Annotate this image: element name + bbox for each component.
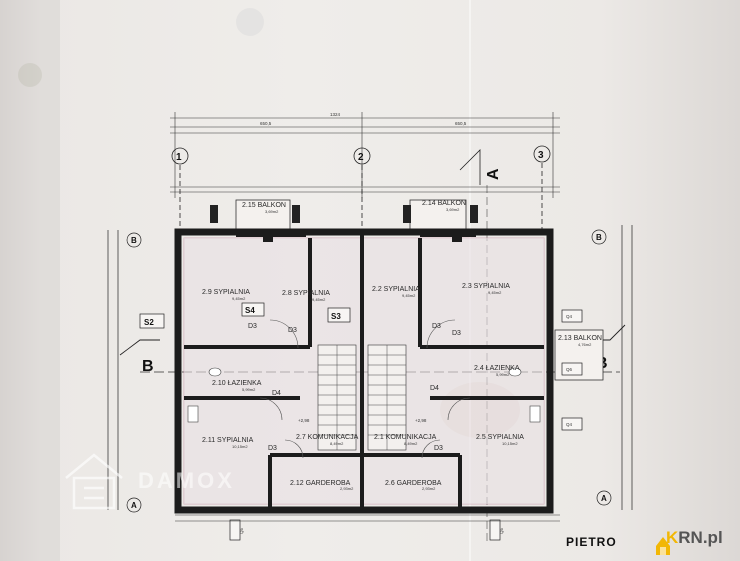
room-area-2-12: 2,93m2 [340,486,354,491]
room-area-2-15: 3,69m2 [265,209,279,214]
door-code-2: D3 [288,327,297,334]
room-area-2-14: 3,69m2 [446,207,460,212]
room-label-2-7: 2.7 KOMUNIKACJA [296,434,359,441]
room-area-2-13: 4,76m2 [578,342,592,347]
krn-logo-icon [656,537,670,555]
section-tag-s2: S2 [144,318,154,327]
grid-axis-2: 2 [358,152,364,163]
overall-dimension: 1324 [330,112,341,117]
axis-b-left: B [131,236,137,245]
window-tag-1: Q4 [566,314,573,319]
room-label-2-11: 2.11 SYPIALNIA [202,437,254,444]
room-label-2-10: 2.10 ŁAZIENKA [212,380,262,387]
room-label-2-6: 2.6 GARDEROBA [385,480,442,487]
grid-axis-3: 3 [538,150,544,161]
room-area-2-6: 2,93m2 [422,486,436,491]
room-label-2-12: 2.12 GARDEROBA [290,480,351,487]
window-tag-5: Q5 [499,527,504,534]
room-area-2-9: 9,45m2 [232,296,246,301]
room-area-2-10: 5,99m2 [242,387,256,392]
room-label-2-5: 2.5 SYPIALNIA [476,434,524,441]
brand-suffix: RN.pl [678,528,723,547]
room-label-2-15: 2.15 BALKON [242,202,286,209]
half-dimension-right: 650,5 [455,121,467,126]
watermark-text: DAMOX [138,468,235,493]
half-dimension-left: 650,5 [260,121,272,126]
floor-title: PIETRO [566,535,617,549]
room-area-2-2: 9,45m2 [402,293,416,298]
door-code-3: D3 [432,323,441,330]
grid-axis-1: 1 [176,152,182,163]
room-area-2-1: 8,49m2 [404,441,418,446]
brand-prefix: K [666,528,679,547]
room-label-2-1: 2.1 KOMUNIKACJA [374,434,437,441]
door-code-7: D3 [268,445,277,452]
room-label-2-3: 2.3 SYPIALNIA [462,283,510,290]
room-label-2-8: 2.8 SYPIALNIA [282,290,330,297]
room-area-2-3: 9,45m2 [488,290,502,295]
level-mark-left: +2,98 [298,418,310,423]
door-code-1: D3 [248,323,257,330]
section-tag-s3: S3 [331,312,341,321]
door-code-4: D3 [452,330,461,337]
brand-label: KRN.pl [652,528,723,548]
room-label-2-9: 2.9 SYPIALNIA [202,289,250,296]
door-code-6: D4 [430,385,439,392]
room-area-2-5: 10,15m2 [502,441,518,446]
section-b-left: B [142,358,154,375]
room-label-2-13: 2.13 BALKON [558,335,602,342]
watermark-logo [65,453,123,510]
room-area-2-7: 8,49m2 [330,441,344,446]
window-tag-2: Q6 [566,367,573,372]
room-label-2-14: 2.14 BALKON [422,200,466,207]
axis-b-right: B [596,233,602,242]
section-tag-s4: S4 [245,306,255,315]
axis-a-left: A [131,501,137,510]
level-mark-right: +2,98 [415,418,427,423]
room-area-2-8: 9,45m2 [312,297,326,302]
room-label-2-4: 2.4 ŁAZIENKA [474,365,520,372]
door-code-5: D4 [272,390,281,397]
axis-a-right: A [601,494,607,503]
window-tag-3: Q4 [566,422,573,427]
window-tag-4: Q5 [239,527,244,534]
room-area-2-4: 5,99m2 [496,372,510,377]
door-code-8: D3 [434,445,443,452]
room-area-2-11: 10,15m2 [232,444,248,449]
room-label-2-2: 2.2 SYPIALNIA [372,286,420,293]
section-a-top: A [485,168,502,180]
